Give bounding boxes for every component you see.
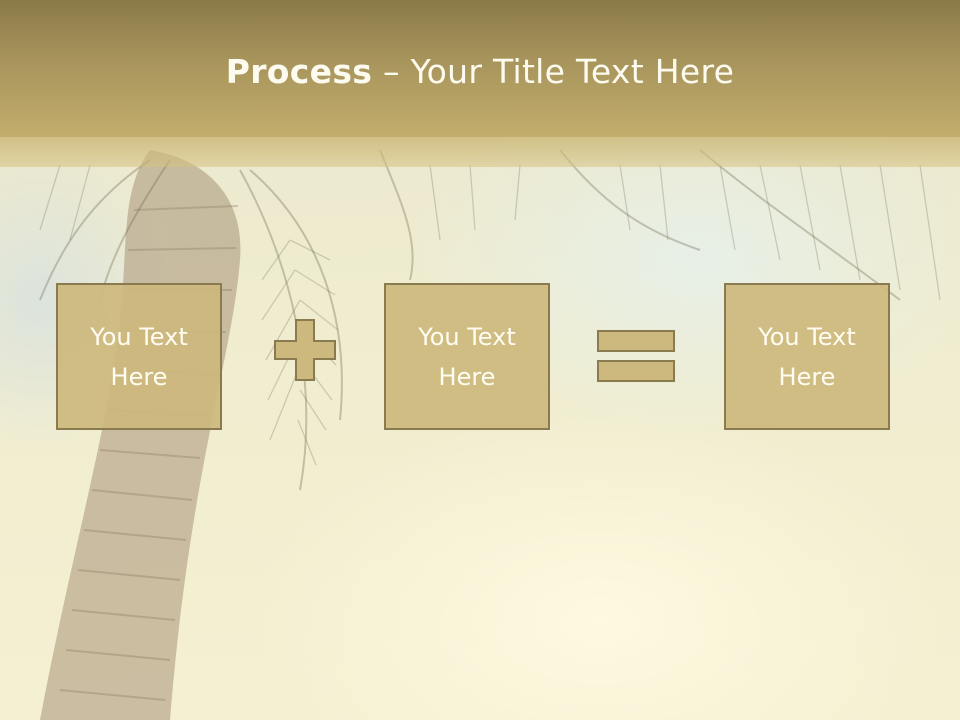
process-box-2-label: You Text Here [418,322,516,391]
process-box-1-label: You Text Here [90,322,188,391]
process-box-1: You Text Here [56,283,222,430]
slide-title: Process – Your Title Text Here [0,52,960,91]
header-shadow-band [0,137,960,167]
title-bar: Process – Your Title Text Here [0,0,960,137]
process-box-3: You Text Here [724,283,890,430]
title-rest: – Your Title Text Here [372,52,735,91]
process-box-3-label: You Text Here [758,322,856,391]
title-bold: Process [225,52,373,91]
process-box-2: You Text Here [384,283,550,430]
equals-icon [597,330,677,388]
plus-icon [274,319,336,385]
